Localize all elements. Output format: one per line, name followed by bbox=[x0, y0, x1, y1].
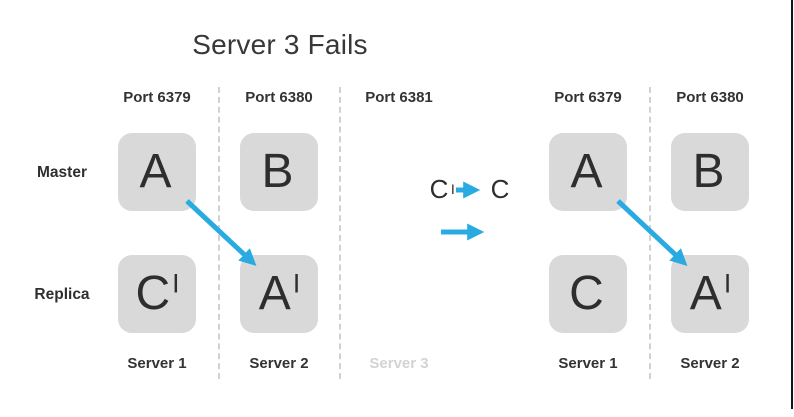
node-letter: A bbox=[570, 145, 603, 198]
node-letter: A bbox=[689, 267, 722, 320]
row-label-replica: Replica bbox=[34, 286, 90, 303]
row-label-master: Master bbox=[37, 164, 87, 181]
node-box-after-master-a: A bbox=[549, 133, 627, 211]
prime-mark: | bbox=[724, 271, 731, 293]
node-box-before-replica-c: C| bbox=[118, 255, 196, 333]
page-title: Server 3 Fails bbox=[192, 29, 368, 60]
server-label-after-1: Server 1 bbox=[558, 355, 618, 372]
server-label-before-1: Server 1 bbox=[127, 355, 187, 372]
node-letter: B bbox=[692, 145, 725, 198]
server-label-after-2: Server 2 bbox=[680, 355, 740, 372]
node-box-before-master-a: A bbox=[118, 133, 196, 211]
node-box-before-replica-a: A| bbox=[240, 255, 318, 333]
server-label-before-2: Server 2 bbox=[249, 355, 309, 372]
node-box-after-master-b: B bbox=[671, 133, 749, 211]
node-letter: B bbox=[261, 145, 294, 198]
node-letter: C bbox=[569, 267, 604, 320]
port-label-after-6380: Port 6380 bbox=[676, 89, 744, 106]
node-box-after-replica-a: A| bbox=[671, 255, 749, 333]
column-separator bbox=[218, 87, 220, 379]
transition-to-label: C bbox=[490, 174, 510, 204]
server-label-before-3-failed: Server 3 bbox=[369, 355, 429, 372]
prime-mark: | bbox=[451, 183, 455, 195]
column-separator bbox=[649, 87, 651, 379]
port-label-after-6379: Port 6379 bbox=[554, 89, 622, 106]
node-letter: A bbox=[258, 267, 291, 320]
node-box-after-replica-c: C bbox=[549, 255, 627, 333]
node-letter: A bbox=[139, 145, 172, 198]
prime-mark: | bbox=[293, 271, 300, 293]
page-edge-line bbox=[791, 0, 793, 409]
column-separator bbox=[339, 87, 341, 379]
transition-from-label: C| bbox=[429, 174, 455, 204]
prime-mark: | bbox=[173, 271, 179, 293]
node-box-before-master-b: B bbox=[240, 133, 318, 211]
port-label-before-6379: Port 6379 bbox=[123, 89, 191, 106]
port-label-before-6380: Port 6380 bbox=[245, 89, 313, 106]
node-letter: C bbox=[135, 267, 171, 320]
port-label-before-6381: Port 6381 bbox=[365, 89, 433, 106]
